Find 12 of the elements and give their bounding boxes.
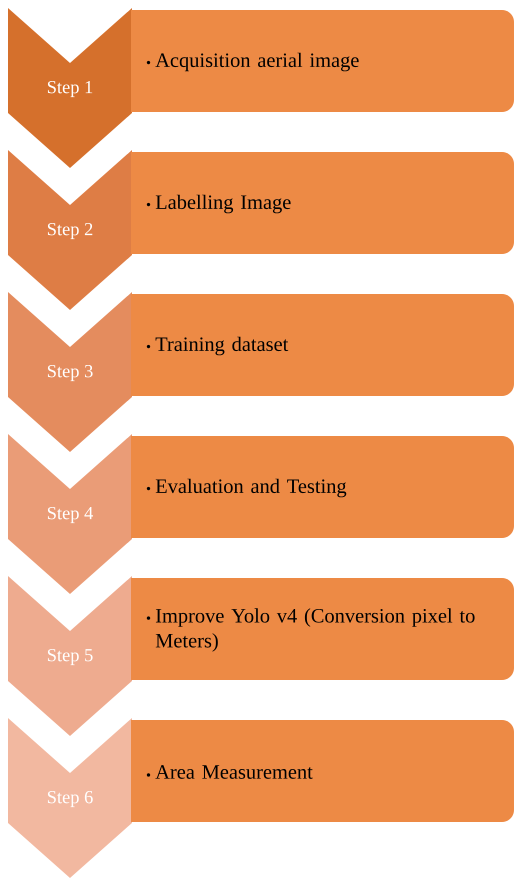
step-text: Training dataset	[156, 336, 288, 356]
step-text: Acquisition aerial image	[155, 52, 359, 72]
step-banner: Step 4	[8, 434, 132, 594]
step-text: Labelling Image	[156, 194, 291, 214]
step-text: Evaluation and Testing	[156, 478, 346, 498]
step-banner: Step 1	[8, 8, 132, 168]
step-banner: Step 2	[8, 150, 132, 310]
step-text: Improve Yolo v4 (Conversion pixel to Meters)	[156, 608, 475, 652]
step-banner: Step 6	[8, 718, 132, 878]
step-banner: Step 3	[8, 292, 132, 452]
step-text: Area Measurement	[155, 765, 313, 779]
step-banner: Step 5	[8, 576, 132, 736]
